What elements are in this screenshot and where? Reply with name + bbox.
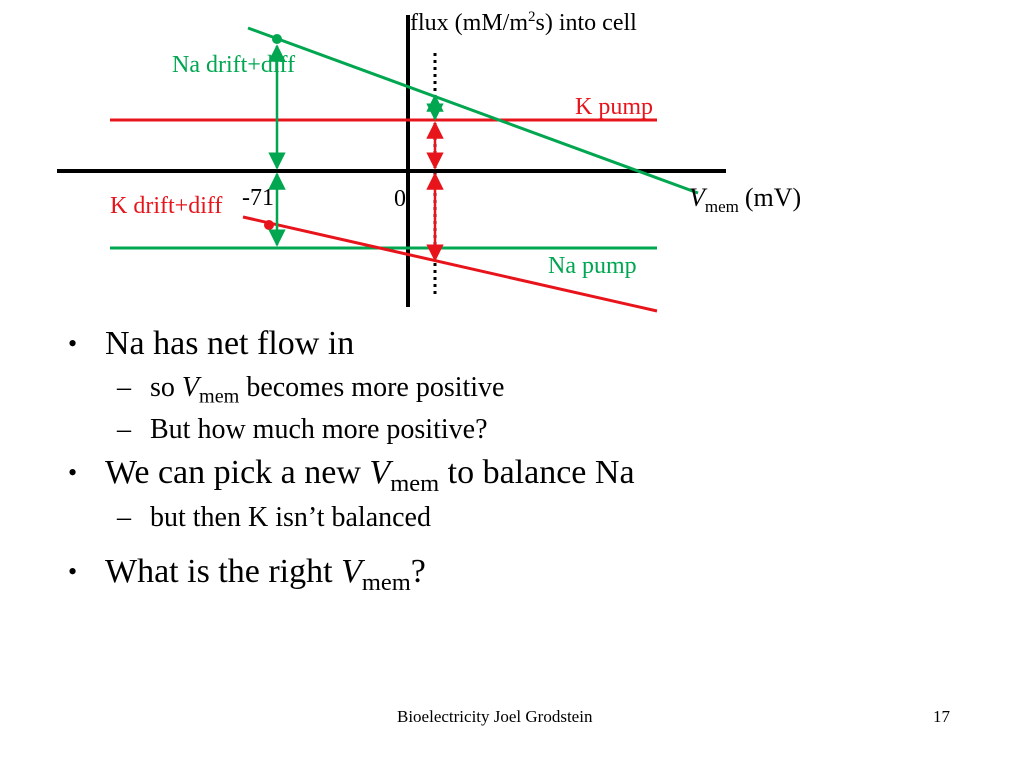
flux-diagram: flux (mM/m2s) into cell Na drift+diff K … <box>57 9 801 313</box>
footer-text: Bioelectricity Joel Grodstein <box>397 707 593 726</box>
bullet-text: but then K isn’t balanced <box>150 502 431 533</box>
dash-marker: – <box>117 372 131 403</box>
bullet-text: so Vmem becomes more positive <box>150 372 505 408</box>
dash-marker: – <box>117 414 131 445</box>
x-axis-label: Vmem(mV) <box>689 183 801 216</box>
bullet-text: We can pick a new Vmem to balance Na <box>105 454 635 497</box>
bullet-text: But how much more positive? <box>150 414 488 445</box>
bullet-marker: • <box>68 458 78 487</box>
na-drift-label: Na drift+diff <box>172 52 295 78</box>
bullet-text: Na has net flow in <box>105 325 355 362</box>
k-drift-diff-line <box>242 215 658 313</box>
y-axis-label: flux (mM/m2s) into cell <box>410 9 637 36</box>
k-drift-label: K drift+diff <box>110 193 222 219</box>
bullet-text: What is the right Vmem? <box>105 553 426 596</box>
tick-neg71: -71 <box>242 185 274 211</box>
tick-zero: 0 <box>394 186 406 212</box>
bullet-marker: • <box>68 329 78 358</box>
na-dot <box>272 34 282 44</box>
na-pump-label: Na pump <box>548 253 637 279</box>
k-pump-label: K pump <box>575 94 653 120</box>
dash-marker: – <box>117 502 131 533</box>
bullet-marker: • <box>68 557 78 586</box>
page-number: 17 <box>933 707 950 726</box>
na-drift-diff-line <box>247 26 699 195</box>
